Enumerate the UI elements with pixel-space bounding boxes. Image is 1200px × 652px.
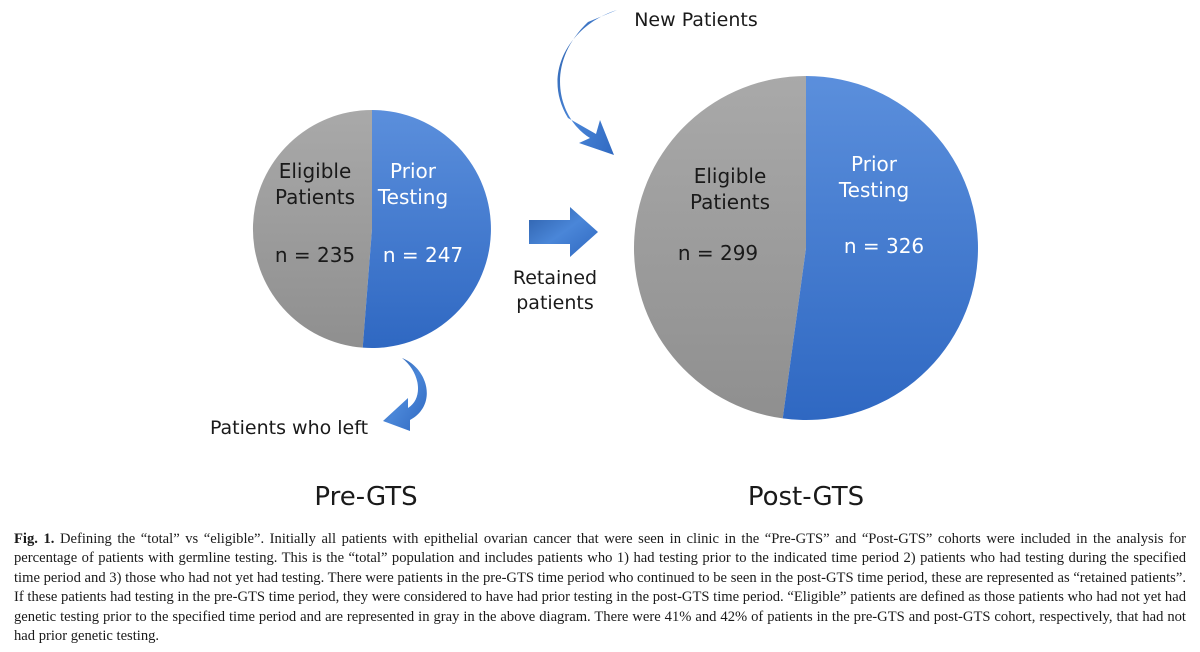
figure-caption: Fig. 1. Defining the “total” vs “eligibl… bbox=[14, 530, 1186, 646]
post-gts-title: Post-GTS bbox=[748, 482, 864, 512]
retained-patients-label-line1: Retained bbox=[513, 267, 597, 289]
retained-patients-label-line2: patients bbox=[516, 292, 594, 314]
pre-eligible-label-line2: Patients bbox=[275, 185, 355, 209]
post-prior-label-line2: Testing bbox=[838, 178, 909, 202]
pre-eligible-count: n = 235 bbox=[275, 243, 355, 267]
pre-prior-label-line1: Prior bbox=[390, 159, 437, 183]
figure-number: Fig. 1. bbox=[14, 531, 55, 547]
new-patients-curved-arrow-icon bbox=[557, 10, 617, 155]
pre-gts-pie bbox=[252, 109, 491, 348]
cohort-flow-diagram: Eligible Patients n = 235 Prior Testing … bbox=[210, 9, 978, 512]
pre-gts-title: Pre-GTS bbox=[314, 482, 417, 512]
pre-eligible-label-line1: Eligible bbox=[279, 159, 352, 183]
pre-prior-testing-slice bbox=[362, 110, 491, 348]
post-prior-count: n = 326 bbox=[844, 234, 924, 258]
new-patients-label: New Patients bbox=[634, 9, 758, 31]
post-gts-pie bbox=[633, 75, 978, 421]
pre-prior-label-line2: Testing bbox=[377, 185, 448, 209]
post-eligible-label-line1: Eligible bbox=[694, 164, 767, 188]
post-eligible-count: n = 299 bbox=[678, 241, 758, 265]
post-eligible-slice bbox=[633, 75, 806, 419]
retained-patients-arrow-icon bbox=[529, 207, 598, 257]
figure-caption-text: Defining the “total” vs “eligible”. Init… bbox=[14, 531, 1186, 645]
post-prior-testing-slice bbox=[782, 76, 978, 421]
pre-eligible-slice bbox=[252, 109, 372, 348]
patients-who-left-label: Patients who left bbox=[210, 417, 368, 439]
pre-prior-count: n = 247 bbox=[383, 243, 463, 267]
patients-left-curved-arrow-icon bbox=[383, 358, 427, 431]
post-prior-label-line1: Prior bbox=[851, 152, 898, 176]
post-eligible-label-line2: Patients bbox=[690, 190, 770, 214]
